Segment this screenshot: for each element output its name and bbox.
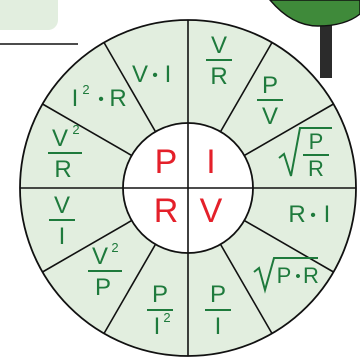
center-letter-v: V (200, 192, 223, 230)
denominator-i: I (215, 313, 222, 340)
numerator-p: P (309, 129, 324, 154)
term-v: V (132, 61, 148, 88)
exponent-2: 2 (111, 240, 118, 255)
numerator-v: V (211, 32, 227, 59)
term-p: P (277, 263, 292, 288)
denominator-i: I (59, 223, 66, 250)
numerator-v: V (92, 243, 108, 270)
term-r: R (288, 201, 305, 228)
numerator-p: P (262, 72, 278, 99)
term-i: I (72, 85, 79, 112)
denominator-r: R (210, 63, 227, 90)
term-r: R (303, 263, 319, 288)
term-r: R (109, 85, 126, 112)
center-letter-p: P (155, 143, 178, 181)
numerator-v: V (54, 192, 70, 219)
numerator-p: P (210, 281, 226, 308)
exponent-2: 2 (163, 310, 170, 325)
denominator-v: V (262, 103, 278, 130)
denominator-i: I (154, 313, 161, 340)
numerator-p: P (152, 281, 168, 308)
term-i: I (165, 61, 172, 88)
denominator-r: R (308, 156, 324, 181)
exponent-2: 2 (72, 122, 79, 137)
multiply-dot: • (310, 207, 316, 224)
denominator-r: R (54, 156, 71, 183)
term-i: I (324, 201, 331, 228)
top-left-tab (0, 0, 58, 30)
numerator-v: V (52, 125, 68, 152)
multiply-dot: • (152, 67, 158, 84)
denominator-p: P (95, 274, 111, 301)
center-letter-i: I (206, 143, 215, 181)
exponent-2: 2 (82, 82, 89, 97)
multiply-dot: • (98, 91, 104, 108)
center-letter-r: R (154, 192, 179, 230)
multiply-dot: • (295, 268, 300, 285)
